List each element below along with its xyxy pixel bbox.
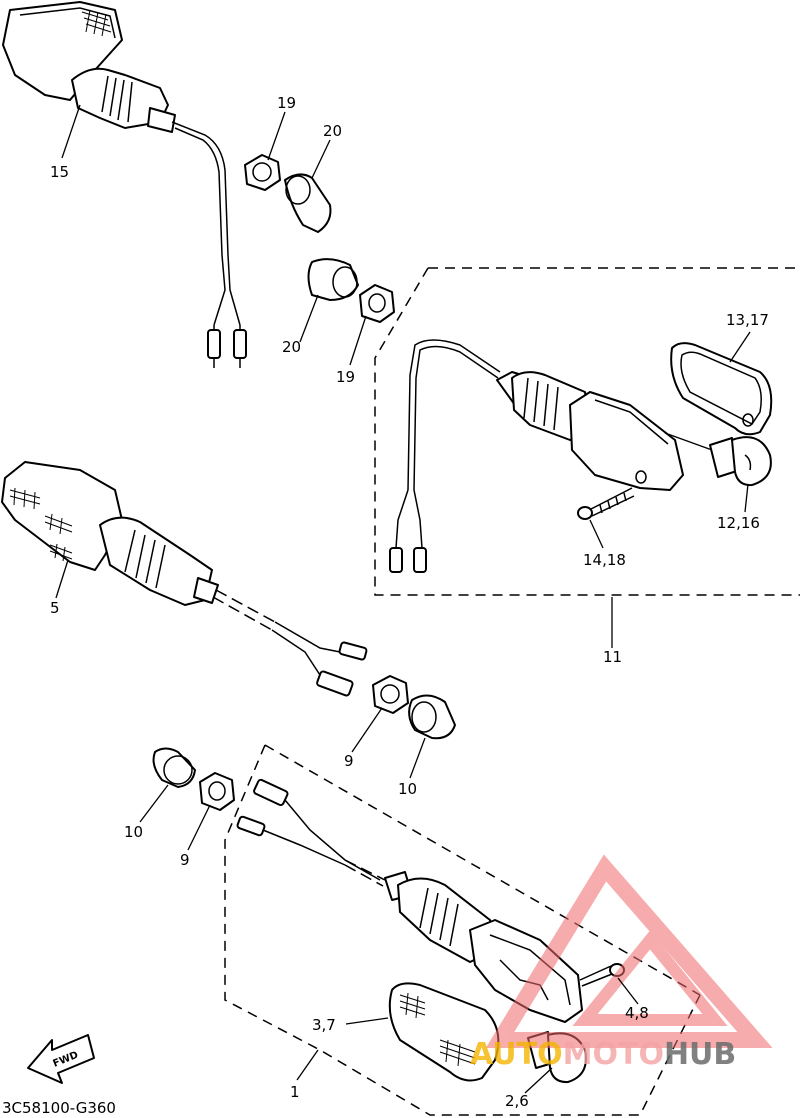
label-15: 15 (50, 163, 69, 181)
lens-13-17 (670, 342, 773, 436)
watermark-moto: MOTO (563, 1037, 664, 1072)
nut-19-mid (359, 284, 395, 323)
flasher-assembly-1 (236, 778, 583, 1023)
watermark-triangle-inner (572, 930, 728, 1026)
label-20-top: 20 (323, 122, 342, 140)
grommet-10-left (152, 747, 196, 788)
assembly-box-11 (374, 267, 800, 596)
label-19-top: 19 (277, 94, 296, 112)
diagram-code: 3C58100-G360 (2, 1099, 116, 1117)
label-1: 1 (290, 1083, 300, 1101)
flasher-assembly-5 (1, 461, 368, 697)
label-2-6: 2,6 (505, 1092, 529, 1110)
flasher-assembly-15 (2, 1, 247, 368)
label-20-mid: 20 (282, 338, 301, 356)
part-labels: 15 19 20 20 19 13,17 12,16 14,18 11 5 9 … (50, 94, 769, 1110)
label-3-7: 3,7 (312, 1016, 336, 1034)
grommet-20-top (284, 173, 332, 233)
bulb-12-16 (709, 436, 772, 487)
watermark-logo (485, 854, 773, 1048)
watermark-triangle-outer (485, 854, 773, 1048)
label-19-mid: 19 (336, 368, 355, 386)
leader-lines (55, 104, 751, 1094)
label-4-8: 4,8 (625, 1004, 649, 1022)
grommet-10-right (408, 694, 456, 740)
svg-text:AUTOMOTOHUB: AUTOMOTOHUB (470, 1037, 736, 1072)
label-9-left: 9 (180, 851, 190, 869)
fwd-arrow-icon: FWD (27, 1034, 95, 1084)
label-13-17: 13,17 (726, 311, 769, 329)
label-11: 11 (603, 648, 622, 666)
assembly-box-1 (224, 744, 701, 1116)
flasher-assembly-11 (389, 339, 684, 573)
label-14-18: 14,18 (583, 551, 626, 569)
label-12-16: 12,16 (717, 514, 760, 532)
label-10-right: 10 (398, 780, 417, 798)
nut-9-right (372, 675, 409, 714)
screw-14-18 (577, 487, 635, 520)
lens-3-7 (388, 982, 500, 1082)
label-5: 5 (50, 599, 60, 617)
nut-9-left (199, 772, 235, 811)
nut-19-top (244, 154, 281, 191)
grommet-20-mid (307, 258, 359, 301)
label-10-left: 10 (124, 823, 143, 841)
watermark-hub: HUB (664, 1037, 736, 1072)
watermark-auto: AUTO (470, 1037, 563, 1072)
label-9-right: 9 (344, 752, 354, 770)
